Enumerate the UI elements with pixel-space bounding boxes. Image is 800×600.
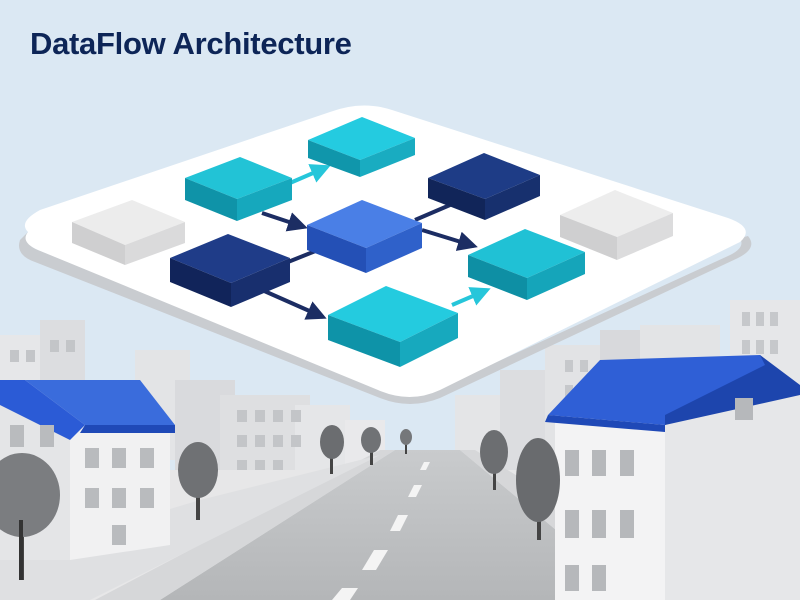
page-title: DataFlow Architecture xyxy=(30,26,352,61)
node-blue-center xyxy=(307,200,422,273)
connector-teal-bottom-to-teal-right xyxy=(451,287,491,307)
node-teal-top xyxy=(308,117,415,177)
node-teal-right xyxy=(468,229,585,300)
node-teal-bottom xyxy=(328,286,458,367)
node-grey-left xyxy=(72,200,185,265)
node-navy-top-right xyxy=(428,153,540,220)
connector-blue-center-to-teal-right xyxy=(421,228,478,251)
node-teal-top-left xyxy=(185,157,292,221)
connector-navy-top-right-to-blue-center xyxy=(414,203,451,222)
connector-navy-left-to-teal-bottom xyxy=(261,288,327,320)
diagram-blocks xyxy=(72,117,673,367)
house-right xyxy=(545,355,800,600)
node-navy-left xyxy=(170,234,290,307)
connector-teal-top-left-to-blue-center xyxy=(261,211,308,232)
connector-teal-top-left-to-teal-top xyxy=(289,164,331,185)
trees xyxy=(0,425,560,580)
node-grey-right xyxy=(560,190,673,260)
